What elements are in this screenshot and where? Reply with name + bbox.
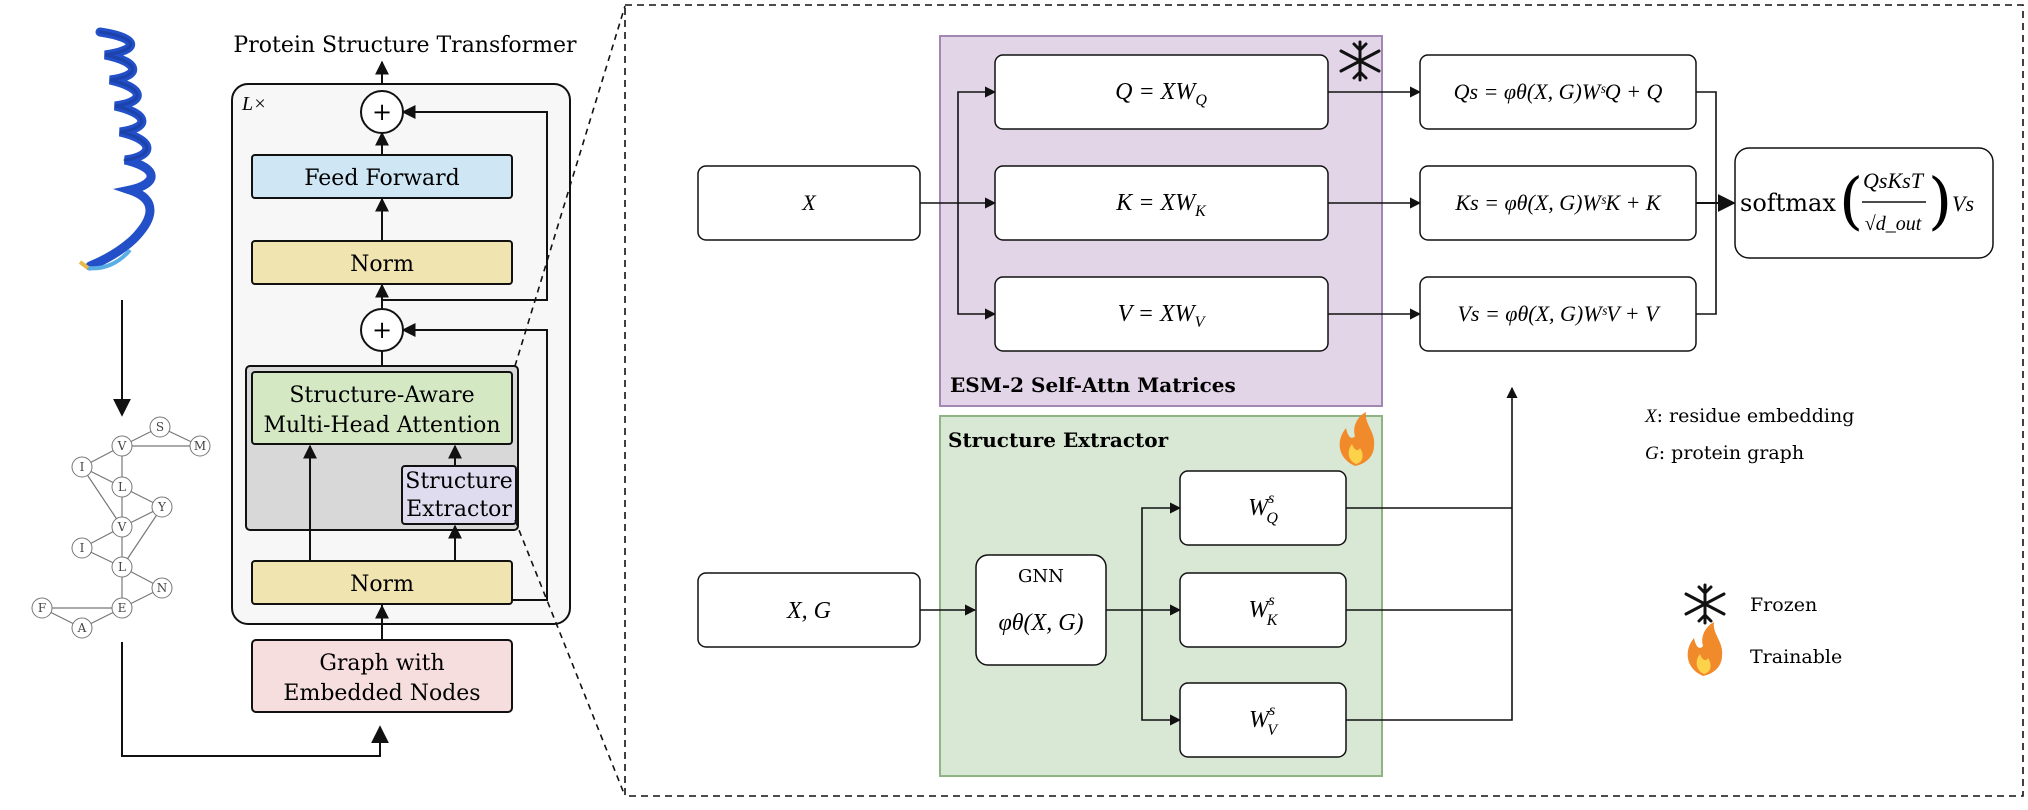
graph-node-a: A [71, 617, 93, 639]
flame-icon [1339, 412, 1375, 466]
extractor-label-line1: Structure [405, 469, 512, 494]
protein-helix-image [78, 27, 156, 271]
snowflake-icon [1339, 40, 1381, 82]
v-projection-label: V = XWV [1118, 301, 1207, 331]
legend-snowflake-icon [1684, 583, 1726, 625]
softmax-numerator: QsKsT [1863, 168, 1925, 193]
attention-label-line2: Multi-Head Attention [263, 413, 500, 438]
svg-text:L: L [118, 560, 126, 574]
norm-bottom-block [251, 560, 513, 605]
graph-node-y: Y [151, 496, 173, 518]
gnn-function-label: φθ(X, G) [998, 610, 1083, 636]
structure-to-output-arrow [1346, 386, 1518, 721]
graph-node-f: F [31, 597, 53, 619]
graph-node-i2: I [71, 537, 93, 559]
legend-frozen-label: Frozen [1750, 594, 1817, 616]
svg-text:V: V [117, 520, 127, 534]
ks-output-label: Ks = φθ(X, G)WˢK + K [1454, 190, 1662, 215]
svg-text:A: A [77, 621, 87, 635]
svg-text:E: E [118, 601, 127, 615]
add-symbol-bottom: + [372, 316, 392, 344]
norm-top-label: Norm [350, 252, 414, 277]
svg-text:M: M [194, 439, 206, 453]
legend-flame-icon [1687, 622, 1723, 676]
graph-node-e: E [111, 597, 133, 619]
svg-text:Y: Y [157, 500, 167, 514]
q-projection-label: Q = XWQ [1115, 79, 1207, 109]
structure-aware-attention-block [251, 371, 513, 445]
softmax-denominator: √d_out [1865, 213, 1922, 235]
graph-node-v2: V [111, 516, 133, 538]
svg-text:V: V [117, 439, 127, 453]
legend-x-definition: X: residue embedding [1644, 405, 1854, 427]
graph-input-block [251, 639, 513, 713]
graph-node-n: N [151, 577, 173, 599]
graph-node-i: I [71, 456, 93, 478]
graph-node-v: V [111, 435, 133, 457]
xg-input-label: X, G [786, 598, 831, 624]
x-to-v-arrow [957, 203, 997, 320]
structure-extractor-block [401, 465, 517, 525]
softmax-label: softmax [1740, 189, 1836, 217]
softmax-close-paren: ) [1928, 164, 1952, 237]
structure-panel-label: Structure Extractor [948, 428, 1169, 452]
add-symbol-top: + [372, 98, 392, 126]
graph-node-l2: L [111, 556, 133, 578]
x-input-label: X [801, 190, 817, 215]
layer-repeat-label: L× [241, 93, 267, 115]
k-projection-label: K = XWK [1115, 190, 1207, 220]
qs-output-label: Qs = φθ(X, G)WˢQ + Q [1454, 79, 1663, 104]
softmax-box [1734, 147, 1994, 259]
svg-text:S: S [156, 420, 164, 434]
transformer-title: Protein Structure Transformer [233, 33, 577, 58]
softmax-tail: Vs [1952, 191, 1974, 216]
gnn-to-wq-arrow [1106, 502, 1182, 611]
graph-input-label-line2: Embedded Nodes [283, 681, 480, 706]
svg-text:I: I [80, 541, 85, 555]
graph-to-input-arrow [121, 642, 389, 757]
attention-label-line1: Structure-Aware [289, 383, 474, 408]
esm-panel-label: ESM-2 Self-Attn Matrices [950, 373, 1236, 397]
zoom-line-bottom [514, 519, 626, 797]
vs-output-label: Vs = φθ(X, G)WˢV + V [1457, 301, 1661, 326]
legend-g-definition: G: protein graph [1645, 442, 1804, 464]
residual-connection-top [382, 105, 548, 301]
graph-node-s: S [149, 416, 171, 438]
svg-text:I: I [80, 460, 85, 474]
graph-node-l: L [111, 476, 133, 498]
svg-text:N: N [157, 581, 168, 595]
graph-input-label-line1: Graph with [319, 651, 444, 676]
softmax-open-paren: ( [1839, 164, 1863, 237]
norm-bottom-label: Norm [350, 572, 414, 597]
gnn-label: GNN [1018, 566, 1064, 587]
x-to-q-arrow [920, 86, 997, 204]
feed-forward-label: Feed Forward [304, 166, 460, 191]
zoom-line-top [514, 5, 626, 367]
detail-panel-border [624, 4, 2024, 797]
graph-node-m: M [189, 435, 211, 457]
extractor-label-line2: Extractor [406, 497, 512, 522]
svg-text:L: L [118, 480, 126, 494]
gnn-to-wv-arrow [1141, 610, 1182, 726]
svg-text:F: F [38, 601, 46, 615]
legend-trainable-label: Trainable [1750, 646, 1842, 668]
